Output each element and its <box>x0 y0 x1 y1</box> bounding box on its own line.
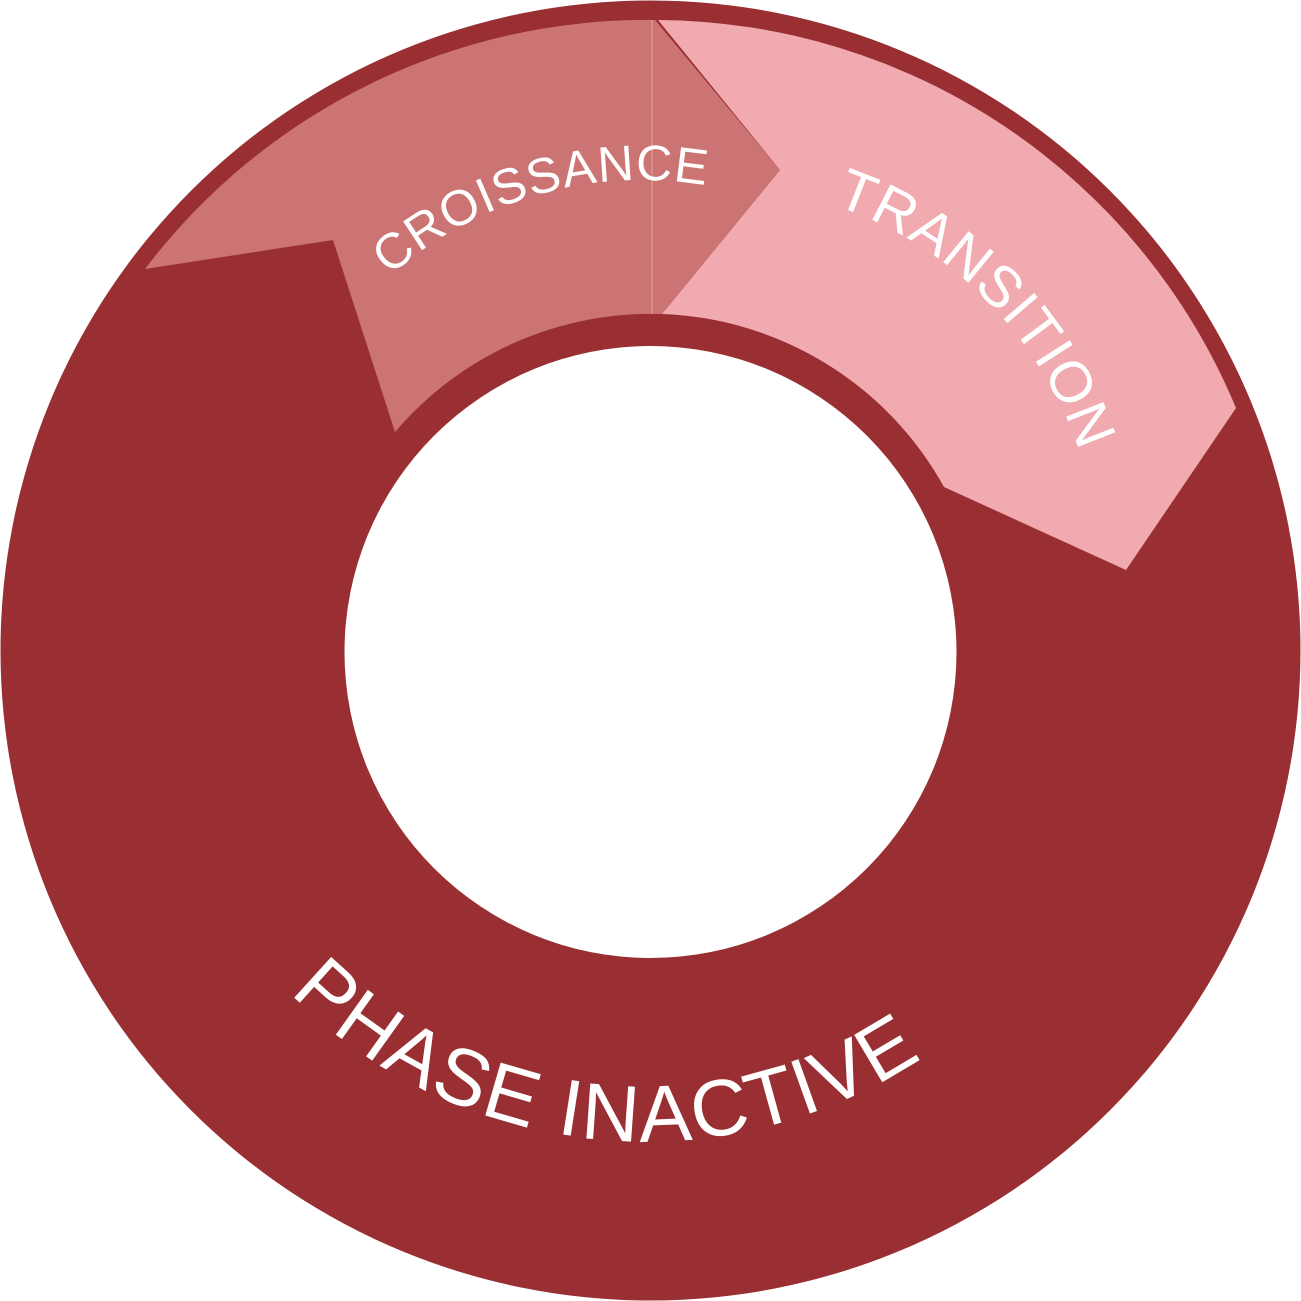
segment-croissance <box>145 19 780 433</box>
center-hole <box>344 346 957 958</box>
segment-transition <box>658 20 1236 570</box>
